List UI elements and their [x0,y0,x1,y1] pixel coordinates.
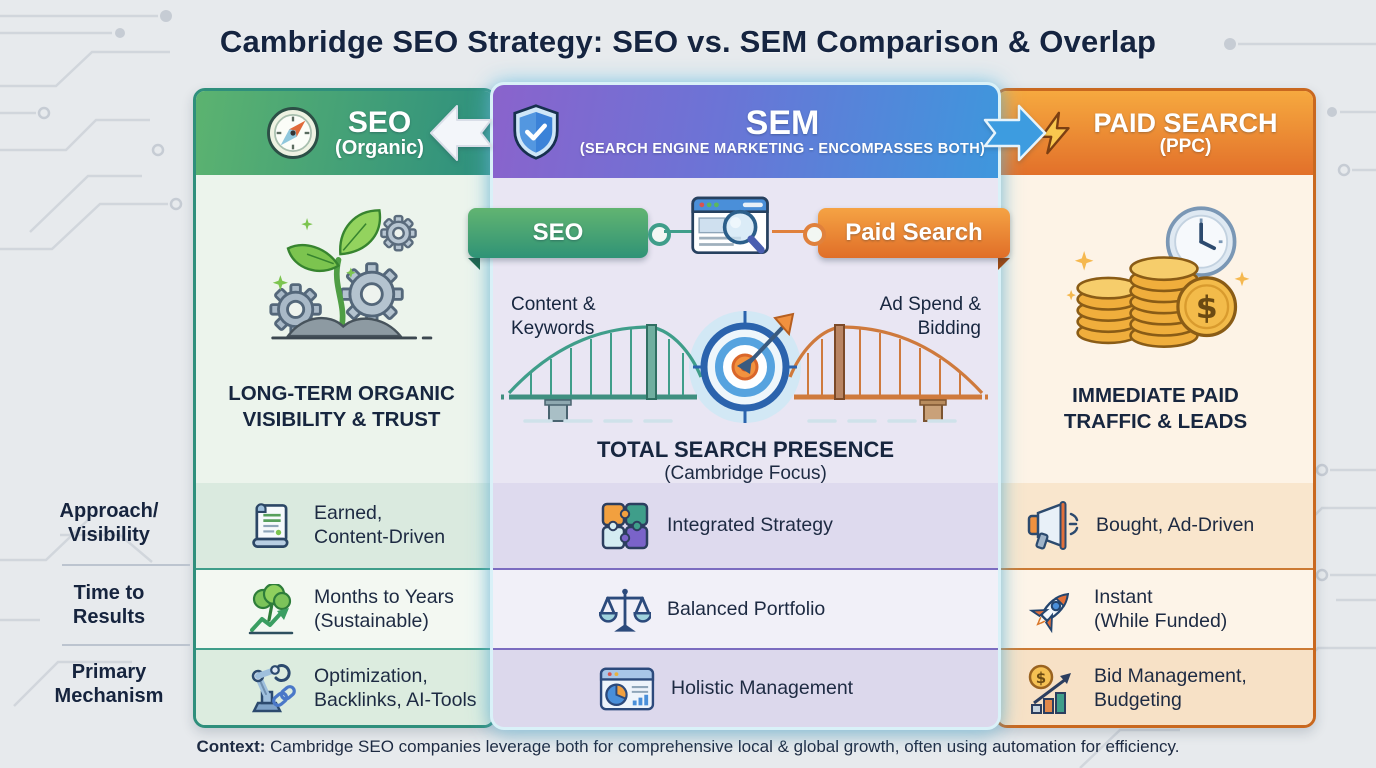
cell-text: Instant (While Funded) [1094,586,1228,632]
scales-icon [599,588,651,632]
sem-tagline-sub: (Cambridge Focus) [664,463,827,484]
table-row-paid-mechanism: $ Bid Management, Budgeting [998,648,1313,725]
table-row-paid-approach: Bought, Ad-Driven [998,483,1313,568]
row-label-mechanism: Primary Mechanism [54,660,164,707]
compass-icon [267,107,320,159]
seedling-gears-illustration [269,209,433,340]
ad-spend-label: Ad Spend & Bidding [879,294,981,339]
table-row-seo-time: Months to Years (Sustainable) [196,568,493,650]
megaphone-icon [1027,500,1079,550]
overlap-arrow-left-icon [430,105,492,161]
table-row-sem-time: Balanced Portfolio [493,568,998,650]
cell-text: Bought, Ad-Driven [1096,513,1255,536]
paid-tagline: IMMEDIATE PAID TRAFFIC & LEADS [1063,384,1248,433]
context-text: Cambridge SEO companies leverage both fo… [265,737,1180,756]
browser-search-icon [691,196,769,255]
context-footer: Context: Cambridge SEO companies leverag… [0,737,1376,757]
svg-text:$: $ [1196,290,1218,326]
seo-column-subtitle: (Organic) [335,137,424,160]
rocket-icon [1028,592,1070,634]
scroll-icon [252,502,289,548]
table-row-sem-approach: Integrated Strategy [493,483,998,568]
cell-text: Integrated Strategy [667,513,833,536]
cell-text: Months to Years (Sustainable) [314,586,454,632]
seo-tagline: LONG-TERM ORGANIC VISIBILITY & TRUST [228,382,455,431]
content-keywords-label: Content & Keywords [511,294,596,339]
sem-column-subtitle: (SEARCH ENGINE MARKETING - ENCOMPASSES B… [579,140,986,157]
sem-column-header: SEM (SEARCH ENGINE MARKETING - ENCOMPASS… [493,85,998,178]
paid-overlap-badge: Paid Search [818,208,1010,258]
svg-text:$: $ [1036,669,1046,687]
row-label-divider [62,564,190,566]
context-label: Context: [196,737,266,756]
dashboard-icon [599,667,655,710]
sem-column: SEM (SEARCH ENGINE MARKETING - ENCOMPASS… [490,82,1001,730]
seo-badge-ribbon-fold [468,258,480,270]
row-label-time: Time to Results [72,582,146,628]
paid-column-header: PAID SEARCH (PPC) [998,91,1313,175]
overlap-arrow-right-icon [983,104,1047,162]
paid-column-subtitle: (PPC) [1159,136,1212,158]
table-row-seo-approach: Earned, Content-Driven [196,483,493,568]
seo-connector-line [664,230,692,233]
row-label-divider [62,644,190,646]
cell-text: Bid Management, Budgeting [1094,664,1247,711]
paid-connector-node [803,223,826,246]
tree-growth-icon [248,584,294,635]
paid-connector-line [772,230,804,233]
paid-column: PAID SEARCH (PPC) [995,88,1316,728]
paid-badge-ribbon-fold [998,258,1010,270]
shield-check-icon [513,103,559,160]
page-title: Cambridge SEO Strategy: SEO vs. SEM Comp… [219,24,1157,59]
cell-text: Optimization, Backlinks, AI-Tools [314,664,477,711]
table-row-sem-mechanism: Holistic Management [493,648,998,727]
bridge-target-illustration [501,311,990,423]
table-row-seo-mechanism: Optimization, Backlinks, AI-Tools [196,648,493,725]
seo-column: SEO (Organic) [193,88,496,728]
cell-text: Balanced Portfolio [667,598,826,621]
cell-text: Holistic Management [671,676,854,699]
seo-connector-node [648,223,671,246]
row-label-approach: Approach/ Visibility [59,499,159,546]
sem-tagline: TOTAL SEARCH PRESENCE [596,437,895,462]
seo-column-title: SEO [347,105,412,139]
table-row-paid-time: Instant (While Funded) [998,568,1313,650]
coins-clock-illustration: $ [1066,206,1250,348]
paid-column-title: PAID SEARCH [1093,107,1278,138]
bid-chart-icon: $ [1028,664,1071,714]
seo-overlap-badge: SEO [468,208,648,258]
robot-arm-icon [251,663,296,712]
cell-text: Earned, Content-Driven [314,501,446,548]
puzzle-icon [601,502,649,549]
sem-column-title: SEM [745,104,820,143]
